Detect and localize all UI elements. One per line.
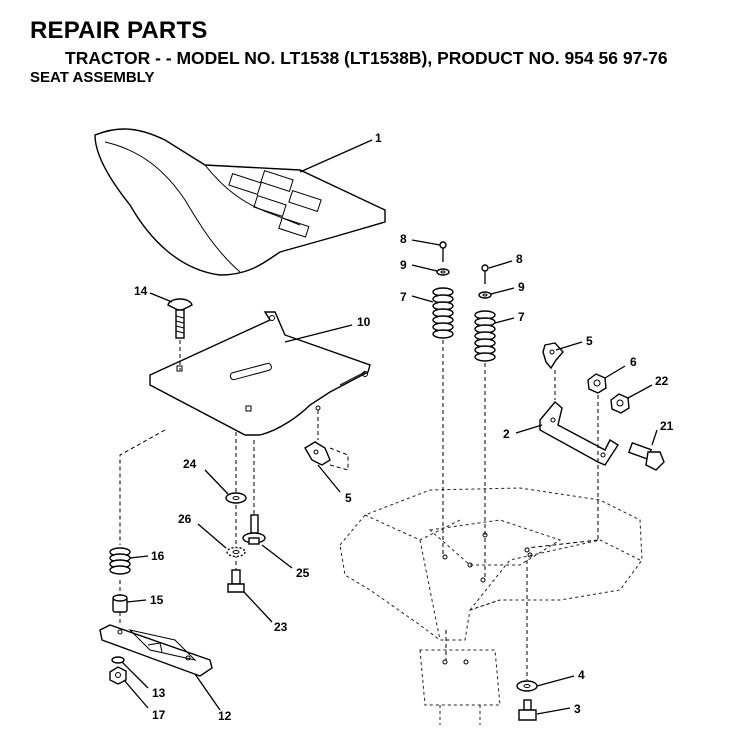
page-title: REPAIR PARTS [30,17,208,44]
section-title: SEAT ASSEMBLY [30,69,155,86]
nut-part-6 [587,373,607,394]
callout-25: 25 [296,566,310,580]
callout-4: 4 [578,668,585,682]
bolt-part-23 [227,569,245,593]
seat-part-1 [94,128,386,276]
callout-7-right: 7 [518,310,525,324]
tractor-frame-outline [339,487,643,725]
callout-8-right: 8 [516,252,523,266]
callout-26: 26 [178,512,192,526]
callout-1: 1 [375,131,382,145]
callout-10: 10 [357,315,371,329]
spring-part-16 [109,547,131,575]
callout-21: 21 [660,419,674,433]
callout-24: 24 [183,457,197,471]
washer-part-9-right [478,291,492,299]
shoulder-bolt-part-21 [627,441,665,471]
spring-part-7-left [432,287,454,339]
bracket-part-2 [539,401,619,466]
latch-part-5-lower [304,441,331,466]
spring-part-7-right [474,310,496,362]
callout-14: 14 [134,284,148,298]
callout-9-left: 9 [400,258,407,272]
screw-part-8-right [481,264,489,284]
washer-part-24 [225,492,247,504]
seat-pan-part-10 [149,311,371,436]
spacer-part-15 [112,594,128,613]
plate-part-12 [99,624,213,677]
callout-9-right: 9 [518,280,525,294]
callout-8-left: 8 [400,232,407,246]
callout-23: 23 [274,620,288,634]
callout-6: 6 [630,355,637,369]
washer-part-4 [516,680,538,692]
callout-22: 22 [655,374,669,388]
callout-labels: 1 14 10 8 9 7 8 9 7 5 6 22 2 21 24 5 26 … [134,131,674,723]
callout-3: 3 [574,702,581,716]
callout-7-left: 7 [400,290,407,304]
bolt-part-3 [518,699,537,721]
leader-lines [121,139,658,715]
callout-15: 15 [150,593,164,607]
callout-12: 12 [218,709,232,723]
callout-16: 16 [151,549,165,563]
callout-5-upper: 5 [586,334,593,348]
callout-13: 13 [152,686,166,700]
callout-5-lower: 5 [345,491,352,505]
callout-2: 2 [503,427,510,441]
locknut-part-22 [610,393,630,414]
shoulder-screw-part-25 [242,514,266,545]
washer-part-9-left [436,268,450,276]
latch-part-5-upper [542,342,564,370]
callout-17: 17 [152,708,166,722]
screw-part-8-left [439,241,447,262]
washer-part-26 [226,546,246,558]
nut-part-13 [111,656,125,664]
model-subtitle: TRACTOR - - MODEL NO. LT1538 (LT1538B), … [65,48,668,68]
nut-part-17 [109,666,127,685]
carriage-bolt-part-14 [167,298,193,339]
